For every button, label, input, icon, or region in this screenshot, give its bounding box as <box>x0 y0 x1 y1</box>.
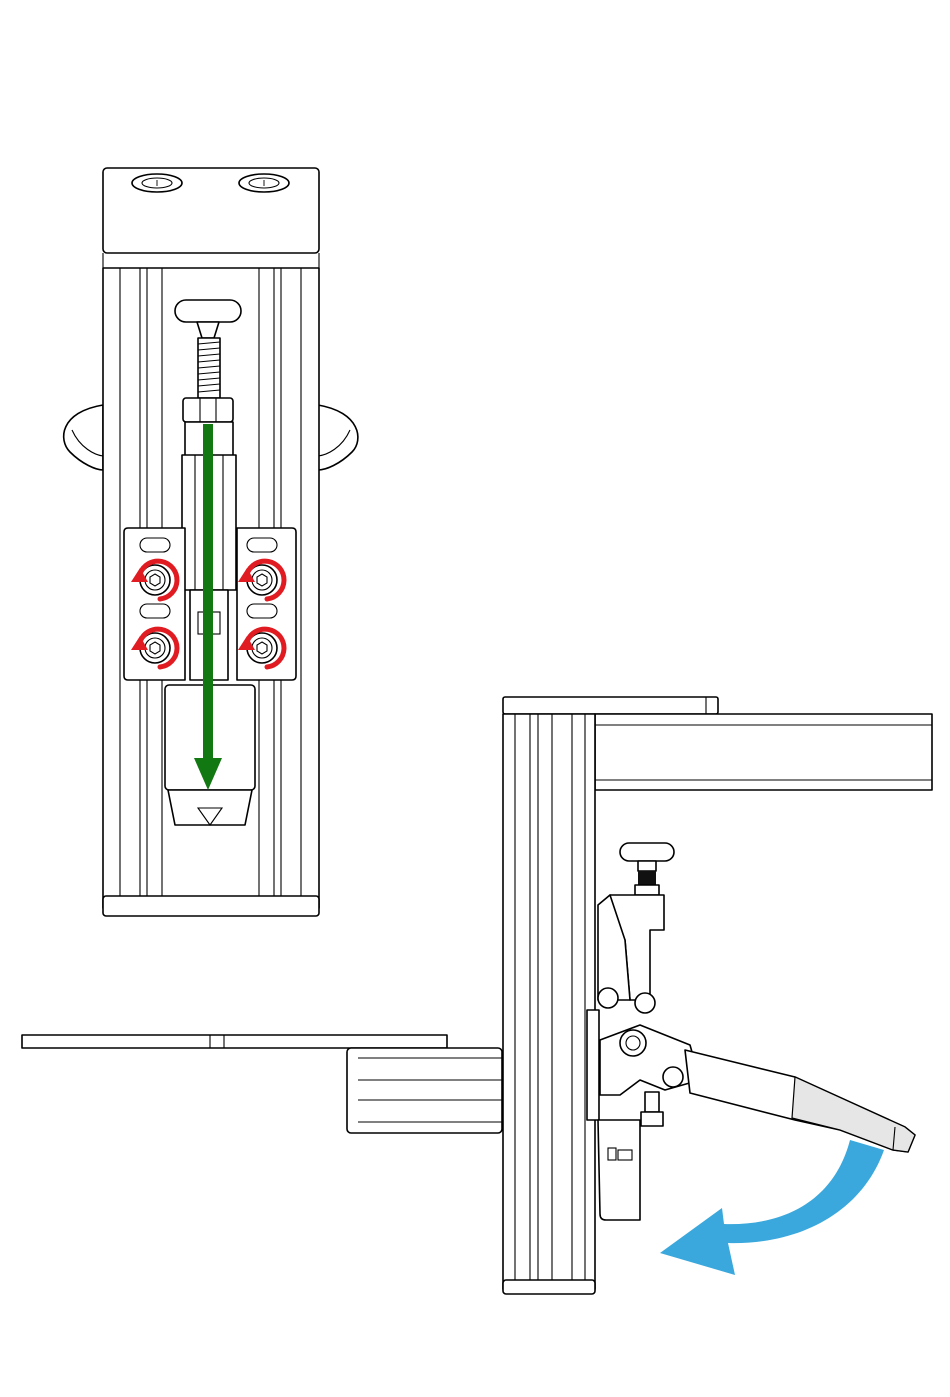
vertical-profile <box>503 714 595 1294</box>
front-view <box>64 168 358 916</box>
release-arrow-icon <box>660 1140 884 1275</box>
mounting-plate <box>103 168 319 268</box>
clamp-knob <box>620 843 674 861</box>
hex-nut <box>183 398 233 422</box>
table-surface <box>22 1035 502 1133</box>
clamp-knob <box>175 300 241 322</box>
